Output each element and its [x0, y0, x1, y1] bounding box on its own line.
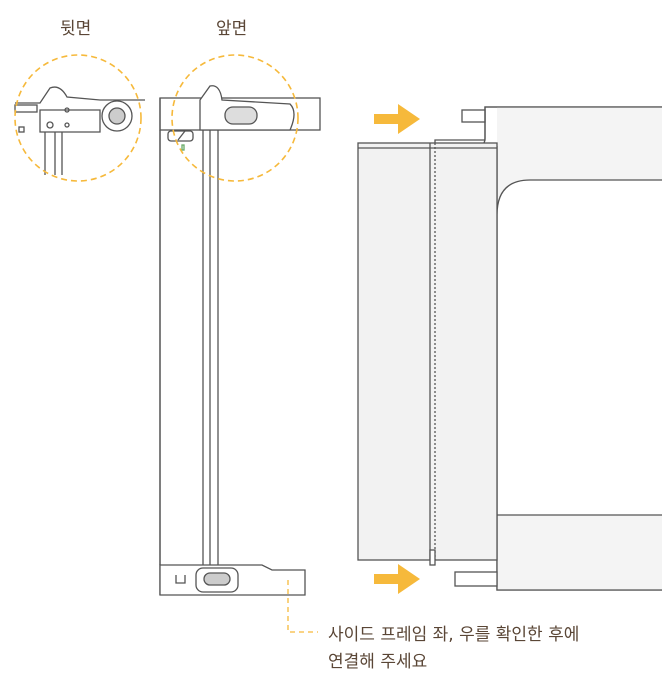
arrow-right-icon	[374, 564, 420, 594]
back-detail	[14, 86, 145, 175]
front-label: 앞면	[216, 19, 248, 39]
caption-line-2: 연결해 주세요	[328, 652, 428, 672]
front-zoom-circle	[171, 54, 299, 182]
arrow-right-icon	[374, 104, 420, 134]
leader-line	[287, 580, 318, 633]
gate-side-frame	[159, 85, 321, 596]
frame-panel	[357, 106, 662, 591]
caption-line-1: 사이드 프레임 좌, 우를 확인한 후에	[328, 625, 580, 645]
back-zoom-circle	[14, 54, 142, 182]
back-label: 뒷면	[60, 19, 92, 39]
caption: 사이드 프레임 좌, 우를 확인한 후에 연결해 주세요	[328, 622, 579, 676]
